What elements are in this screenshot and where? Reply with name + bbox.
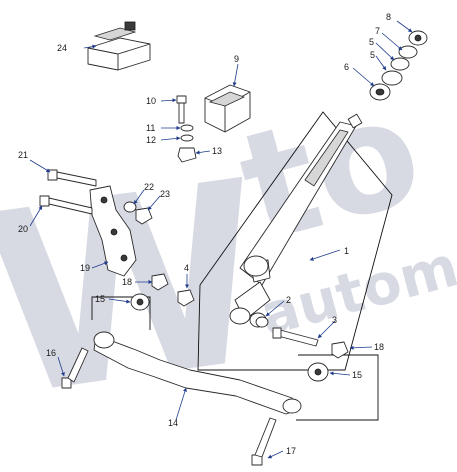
trailing-arm[interactable] xyxy=(229,113,363,328)
callout-6: 6 xyxy=(344,62,349,72)
callout-19: 19 xyxy=(80,263,90,273)
bush-15-right[interactable] xyxy=(307,362,329,382)
callout-18-a: 18 xyxy=(122,277,132,287)
callout-14: 14 xyxy=(168,418,178,428)
washer-11[interactable] xyxy=(180,124,194,132)
callout-labels: 1 2 3 4 5 5 6 7 8 9 10 11 12 13 14 15 15… xyxy=(18,12,391,456)
nut-23[interactable] xyxy=(135,207,153,225)
bolt-10[interactable] xyxy=(176,95,187,124)
washer-22[interactable] xyxy=(123,201,137,213)
bolt-16[interactable] xyxy=(61,347,89,389)
callout-3: 3 xyxy=(332,315,337,325)
callout-22: 22 xyxy=(144,182,154,192)
callout-24: 24 xyxy=(57,43,67,53)
callout-16: 16 xyxy=(46,348,56,358)
callout-9: 9 xyxy=(234,54,239,64)
bolt-21[interactable] xyxy=(47,169,97,187)
nut-18-right[interactable] xyxy=(331,341,349,359)
bush-15-left[interactable] xyxy=(130,293,150,311)
callout-11: 11 xyxy=(146,123,155,133)
callout-10: 10 xyxy=(146,96,156,106)
callout-18-b: 18 xyxy=(374,342,384,352)
bush-2[interactable] xyxy=(255,316,269,328)
callout-23: 23 xyxy=(160,189,170,199)
nut-4[interactable] xyxy=(177,289,195,307)
group-frame-arm xyxy=(197,111,393,371)
callout-2: 2 xyxy=(286,295,291,305)
bump-stop-block[interactable] xyxy=(87,21,151,71)
mount-bracket[interactable] xyxy=(204,84,251,133)
callout-20: 20 xyxy=(18,224,28,234)
watermark: W to automo xyxy=(0,63,457,453)
callout-4: 4 xyxy=(184,263,189,273)
nut-18-left[interactable] xyxy=(151,273,169,291)
callout-5-b: 5 xyxy=(370,50,375,60)
callout-8: 8 xyxy=(386,12,391,22)
callout-13: 13 xyxy=(212,146,222,156)
callout-12: 12 xyxy=(146,135,156,145)
washer-12[interactable] xyxy=(180,134,194,142)
group-frame-rod xyxy=(91,296,151,330)
group-frame-rod-right xyxy=(296,354,379,421)
watermark-large: W xyxy=(0,126,283,453)
callout-15-b: 15 xyxy=(352,370,362,380)
bolt-20[interactable] xyxy=(39,195,93,215)
chassis-bracket[interactable] xyxy=(89,185,137,277)
callout-17: 17 xyxy=(286,446,296,456)
bolt-3[interactable] xyxy=(272,327,319,347)
callout-1: 1 xyxy=(344,246,349,256)
callout-15-a: 15 xyxy=(95,294,105,304)
callout-5-a: 5 xyxy=(369,37,374,47)
bolt-17[interactable] xyxy=(251,417,277,466)
nut-13[interactable] xyxy=(177,147,197,163)
leader-lines xyxy=(29,20,413,459)
panhard-rod[interactable] xyxy=(93,331,302,415)
bushing-stack[interactable] xyxy=(369,30,428,101)
callout-21: 21 xyxy=(18,150,28,160)
callout-7: 7 xyxy=(375,26,380,36)
